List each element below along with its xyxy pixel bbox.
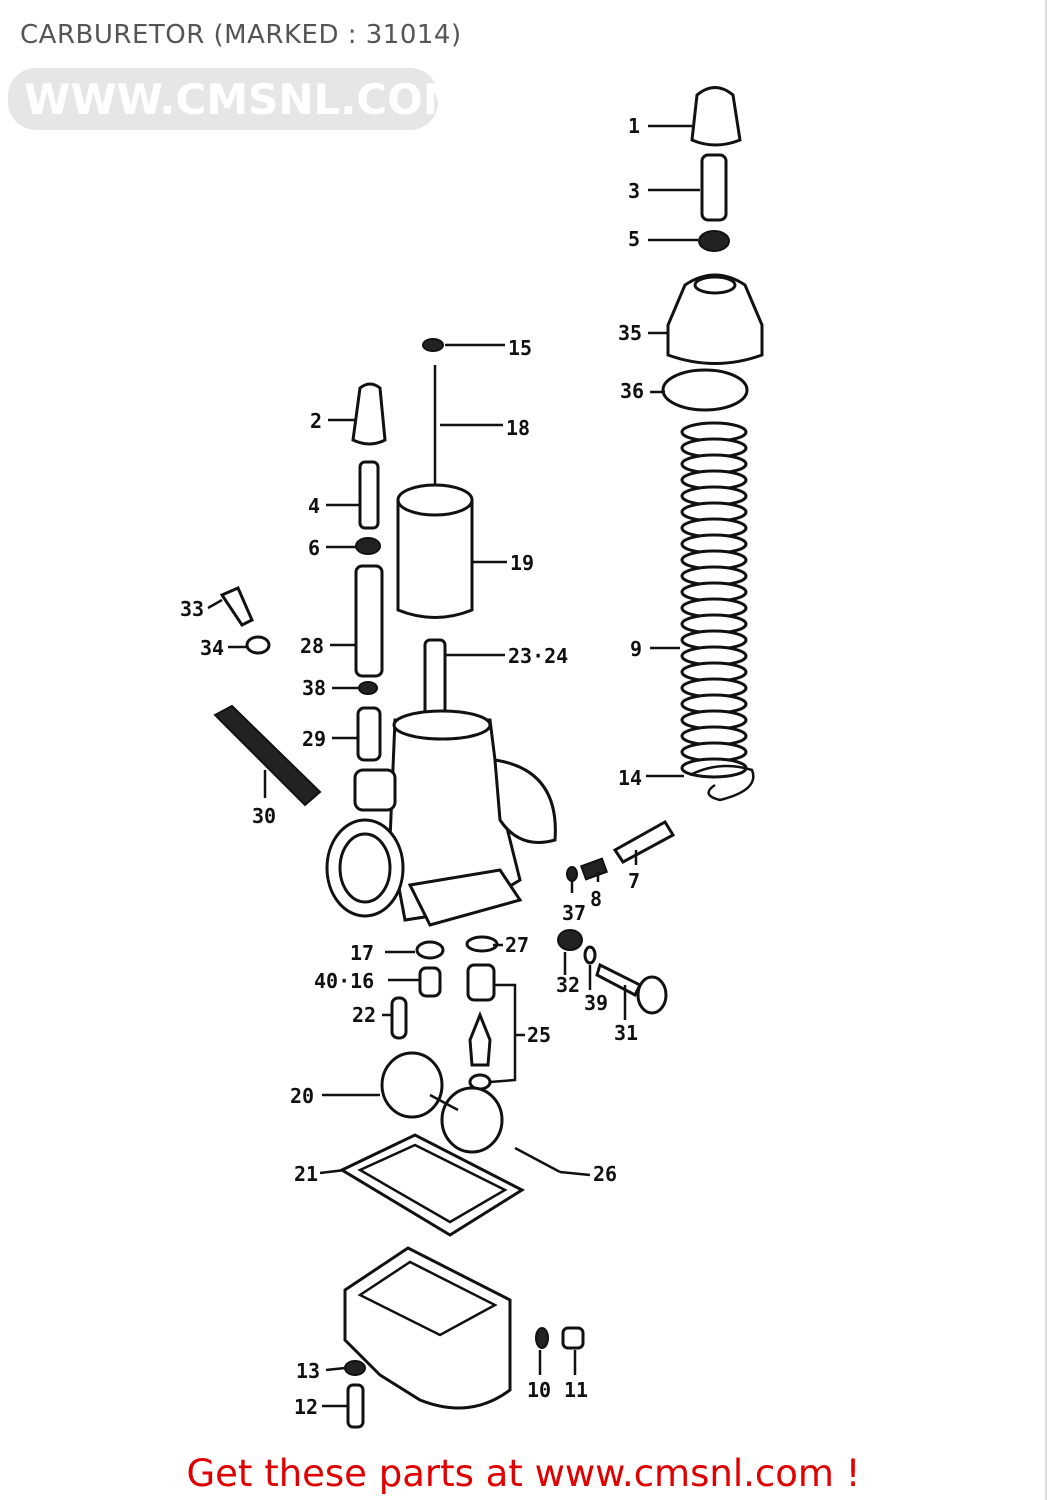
callout-11: 11 [564,1378,588,1402]
callout-29: 29 [302,727,326,751]
callout-12: 12 [294,1395,318,1419]
callout-13: 13 [296,1359,320,1383]
callout-18: 18 [506,416,530,440]
leader-line [559,1170,591,1177]
leader-line [207,598,223,610]
callout-35: 35 [618,321,642,345]
callout-15: 15 [508,336,532,360]
callout-26: 26 [593,1162,617,1186]
parts [213,86,764,1429]
callout-6: 6 [308,536,320,560]
callout-40·16: 40·16 [314,969,374,993]
callout-3: 3 [628,179,640,203]
callout-28: 28 [300,634,324,658]
callout-34: 34 [200,636,224,660]
leader-line [325,1366,346,1372]
callout-19: 19 [510,551,534,575]
callout-37: 37 [562,901,586,925]
page-border [1045,0,1047,1500]
callout-10: 10 [527,1378,551,1402]
callout-2: 2 [310,409,322,433]
callout-21: 21 [294,1162,318,1186]
callout-17: 17 [350,941,374,965]
callout-36: 36 [620,379,644,403]
callout-32: 32 [556,973,580,997]
callout-20: 20 [290,1084,314,1108]
page-title: CARBURETOR (MARKED : 31014) [20,20,462,50]
callout-5: 5 [628,227,640,251]
callout-4: 4 [308,494,320,518]
callout-14: 14 [618,766,642,790]
callout-1: 1 [628,114,640,138]
callout-22: 22 [352,1003,376,1027]
watermark: WWW.CMSNL.COM [8,68,465,130]
callout-9: 9 [630,637,642,661]
callout-23·24: 23·24 [508,644,568,668]
watermark-text: WWW.CMSNL.COM [24,75,465,124]
callout-7: 7 [628,869,640,893]
callout-25: 25 [527,1023,551,1047]
callout-39: 39 [584,991,608,1015]
callout-30: 30 [252,804,276,828]
callout-8: 8 [590,887,602,911]
footer-link[interactable]: Get these parts at www.cmsnl.com ! [186,1452,861,1495]
callout-31: 31 [614,1021,638,1045]
callout-27: 27 [505,933,529,957]
callout-33: 33 [180,597,204,621]
leader-line [319,1168,346,1175]
callout-38: 38 [302,676,326,700]
